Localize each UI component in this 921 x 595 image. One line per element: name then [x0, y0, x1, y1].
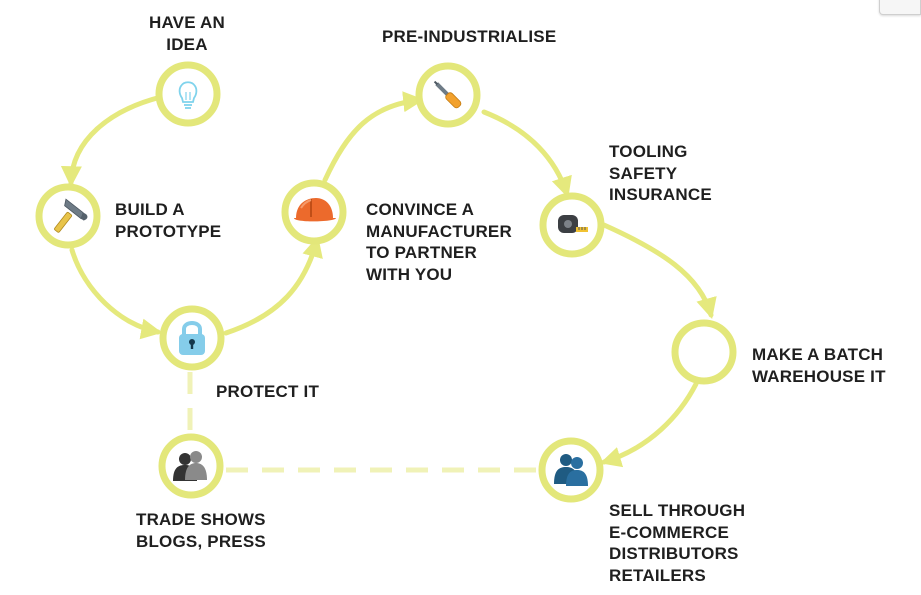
label-convince-a-manufacturer: CONVINCE A MANUFACTURER TO PARTNER WITH YOU — [366, 199, 512, 285]
screwdriver-icon — [433, 80, 462, 109]
label-have-an-idea: HAVE AN IDEA — [127, 12, 247, 55]
connector-helmet-to-screwdriver — [322, 91, 425, 183]
node-idea — [155, 61, 221, 127]
connector-batch-to-sell — [599, 381, 699, 468]
connector-screwdriver-to-tape — [481, 109, 572, 198]
connector-prototype-to-lock — [69, 247, 163, 340]
tape-measure-icon — [558, 215, 588, 233]
label-line: DISTRIBUTORS — [609, 544, 739, 563]
label-tooling-safety-insurance: TOOLING SAFETY INSURANCE — [609, 141, 712, 206]
label-line: BUILD A — [115, 200, 185, 219]
label-line: E-COMMERCE — [609, 522, 730, 542]
label-line: TOOLING — [609, 142, 688, 161]
hard-hat-icon — [294, 198, 336, 222]
label-line: HAVE AN — [148, 13, 226, 32]
label-line: MANUFACTURER — [366, 221, 512, 241]
label-line: TO PARTNER — [366, 243, 477, 262]
hammer-icon — [54, 198, 88, 233]
window-corner-tab — [879, 0, 921, 15]
label-line: CONVINCE A — [366, 200, 475, 219]
label-line: SAFETY — [609, 163, 678, 183]
label-line: TRADE SHOWS — [136, 510, 266, 529]
label-trade-shows: TRADE SHOWS BLOGS, PRESS — [136, 509, 266, 552]
label-make-a-batch: MAKE A BATCH WAREHOUSE IT — [752, 344, 886, 387]
label-line: IDEA — [166, 34, 208, 54]
label-protect-it: PROTECT IT — [216, 381, 319, 403]
label-line: PROTOTYPE — [115, 221, 222, 241]
node-batch — [671, 319, 737, 385]
people-icon — [173, 451, 207, 481]
people-icon — [554, 454, 588, 486]
lightbulb-icon — [178, 81, 198, 109]
label-line: BLOGS, PRESS — [136, 531, 266, 551]
label-pre-industrialise: PRE-INDUSTRIALISE — [382, 26, 556, 48]
label-build-a-prototype: BUILD A PROTOTYPE — [115, 199, 221, 242]
label-line: PROTECT IT — [216, 382, 320, 401]
connector-idea-to-prototype — [60, 94, 164, 188]
connector-lock-to-helmet — [223, 235, 323, 336]
label-line: RETAILERS — [609, 565, 706, 585]
label-sell-through: SELL THROUGH E-COMMERCE DISTRIBUTORS RETAIL… — [609, 500, 745, 586]
label-line: SELL THROUGH — [609, 501, 746, 520]
padlock-icon — [179, 321, 205, 355]
label-line: PRE-INDUSTRIALISE — [382, 27, 557, 46]
connector-tape-to-batch — [601, 222, 717, 320]
label-line: MAKE A BATCH — [752, 345, 884, 364]
label-line: WAREHOUSE IT — [752, 366, 886, 386]
label-line: WITH YOU — [366, 264, 453, 284]
label-line: INSURANCE — [609, 185, 712, 204]
